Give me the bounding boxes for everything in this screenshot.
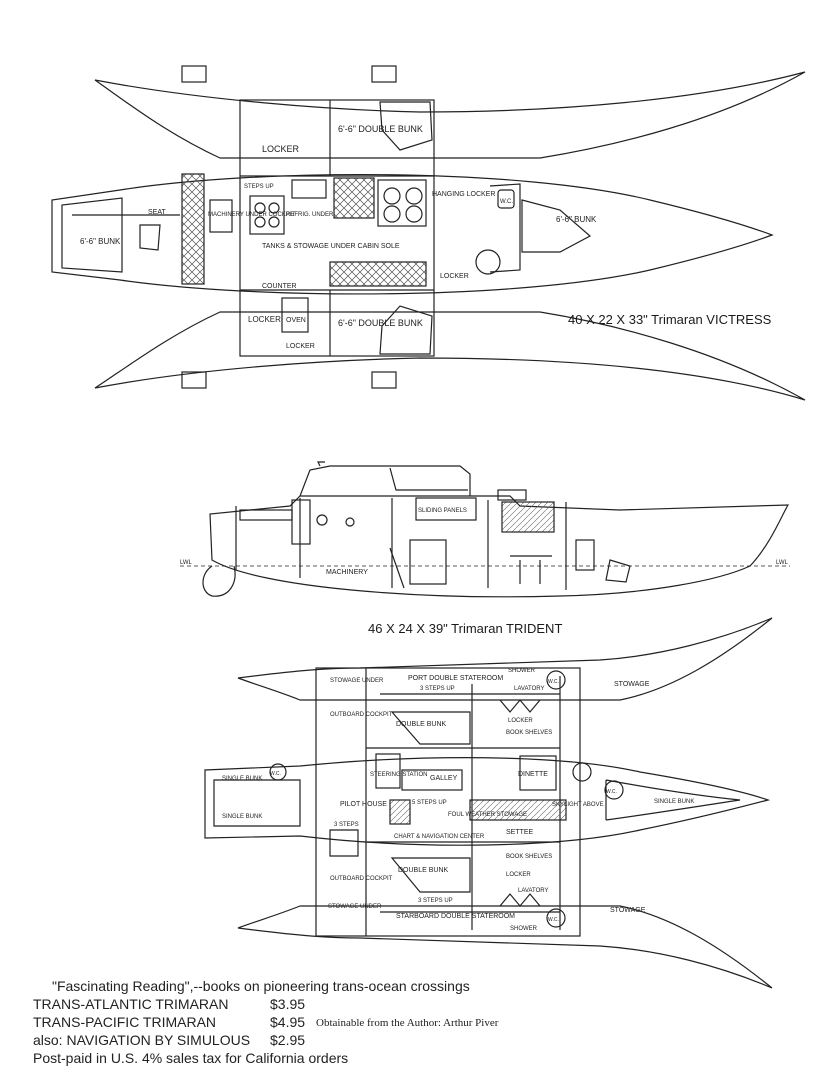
victress-bunk-left: 6'-6" BUNK xyxy=(80,237,121,246)
trident-shower-bottom: SHOWER xyxy=(510,926,538,932)
victress-machinery: MACHINERY UNDER COCKPIT xyxy=(208,212,295,218)
victress-locker-aft: LOCKER xyxy=(440,273,469,280)
trident-plan xyxy=(204,617,773,989)
victress-labels: 6'-6" DOUBLE BUNK LOCKER 6'-6" DOUBLE BU… xyxy=(80,124,597,350)
trident-wc-fwd: W.C. xyxy=(606,789,617,795)
trident-lavatory-top: LAVATORY xyxy=(514,686,544,692)
trident-shower-top: SHOWER xyxy=(508,668,536,674)
trident-pilot-house: PILOT HOUSE xyxy=(340,801,387,808)
victress-counter: COUNTER xyxy=(262,283,297,290)
victress-double-bunk-top: 6'-6" DOUBLE BUNK xyxy=(338,124,423,134)
victress-wc: W.C. xyxy=(500,199,513,205)
trident-galley: GALLEY xyxy=(430,775,458,782)
trident-skylight: SKYLIGHT ABOVE xyxy=(552,802,604,808)
trident-book-shelves-top: BOOK SHELVES xyxy=(506,730,552,736)
trident-chart-table: CHART & NAVIGATION CENTER xyxy=(394,834,485,840)
victress-plan xyxy=(51,65,806,401)
victress-double-bunk-bottom: 6'-6" DOUBLE BUNK xyxy=(338,318,423,328)
trident-book-shelves-bottom: BOOK SHELVES xyxy=(506,854,552,860)
trident-port-stateroom: PORT DOUBLE STATEROOM xyxy=(408,675,503,682)
trident-steps-up-top: 3 STEPS UP xyxy=(420,686,455,692)
trident-lwl-left: LWL xyxy=(180,560,193,566)
trident-dinette: DINETTE xyxy=(518,771,548,778)
trident-sliding-panels: SLIDING PANELS xyxy=(418,508,467,514)
victress-oven: OVEN xyxy=(286,317,306,324)
trident-wc-left: W.C. xyxy=(270,771,281,777)
trident-outboard-cockpit-top: OUTBOARD COCKPIT xyxy=(330,712,393,718)
trident-lavatory-bottom: LAVATORY xyxy=(518,888,548,894)
trident-steering: STEERING STATION xyxy=(370,772,427,778)
trident-stowage-top-right: STOWAGE xyxy=(614,681,650,688)
trident-caption: 46 X 24 X 39" Trimaran TRIDENT xyxy=(368,621,563,636)
trident-outboard-cockpit-bottom: OUTBOARD COCKPIT xyxy=(330,876,393,882)
trident-stowage-under-top: STOWAGE UNDER xyxy=(330,678,384,684)
trident-foul-weather: FOUL WEATHER STOWAGE xyxy=(448,812,527,818)
victress-seat: SEAT xyxy=(148,209,166,216)
trident-wc-top: W.C. xyxy=(548,679,559,685)
victress-caption: 40 X 22 X 33" Trimaran VICTRESS xyxy=(568,312,772,327)
victress-bunk-right: 6'-6" BUNK xyxy=(556,215,597,224)
trident-settee: SETTEE xyxy=(506,829,534,836)
trident-single-bunk-b: SINGLE BUNK xyxy=(222,814,262,820)
trident-locker-top: LOCKER xyxy=(508,718,533,724)
victress-locker-bottom: LOCKER xyxy=(286,343,315,350)
trident-machinery: MACHINERY xyxy=(326,569,368,576)
trident-single-bunk-a: SINGLE BUNK xyxy=(222,776,262,782)
trident-wc-bottom: W.C. xyxy=(548,917,559,923)
trident-stowage-bottom-right: STOWAGE xyxy=(610,907,646,914)
trident-five-steps: 5 STEPS UP xyxy=(412,800,447,806)
trident-stowage-under-bottom: STOWAGE UNDER xyxy=(328,904,382,910)
victress-steps: STEPS UP xyxy=(244,184,274,190)
trident-profile xyxy=(180,461,790,598)
trident-double-bunk-top: DOUBLE BUNK xyxy=(396,721,447,728)
trident-single-bunk-fwd: SINGLE BUNK xyxy=(654,799,694,805)
trident-locker-bottom: LOCKER xyxy=(506,872,531,878)
victress-locker-left: LOCKER xyxy=(248,315,281,324)
trident-profile-labels: MACHINERY LWL LWL SLIDING PANELS xyxy=(180,508,789,576)
trident-starboard-stateroom: STARBOARD DOUBLE STATEROOM xyxy=(396,913,515,920)
victress-refrig: REFRIG. UNDER xyxy=(286,212,334,218)
trident-steps-up-bottom: 3 STEPS UP xyxy=(418,898,453,904)
victress-tanks: TANKS & STOWAGE UNDER CABIN SOLE xyxy=(262,243,400,250)
victress-hanging-locker: HANGING LOCKER xyxy=(432,191,495,198)
victress-locker-top: LOCKER xyxy=(262,144,300,154)
trident-three-steps-left: 3 STEPS xyxy=(334,822,359,828)
trident-lwl-right: LWL xyxy=(776,560,789,566)
trident-plan-labels: PORT DOUBLE STATEROOM STARBOARD DOUBLE S… xyxy=(222,668,694,932)
trident-double-bunk-bottom: DOUBLE BUNK xyxy=(398,867,449,874)
